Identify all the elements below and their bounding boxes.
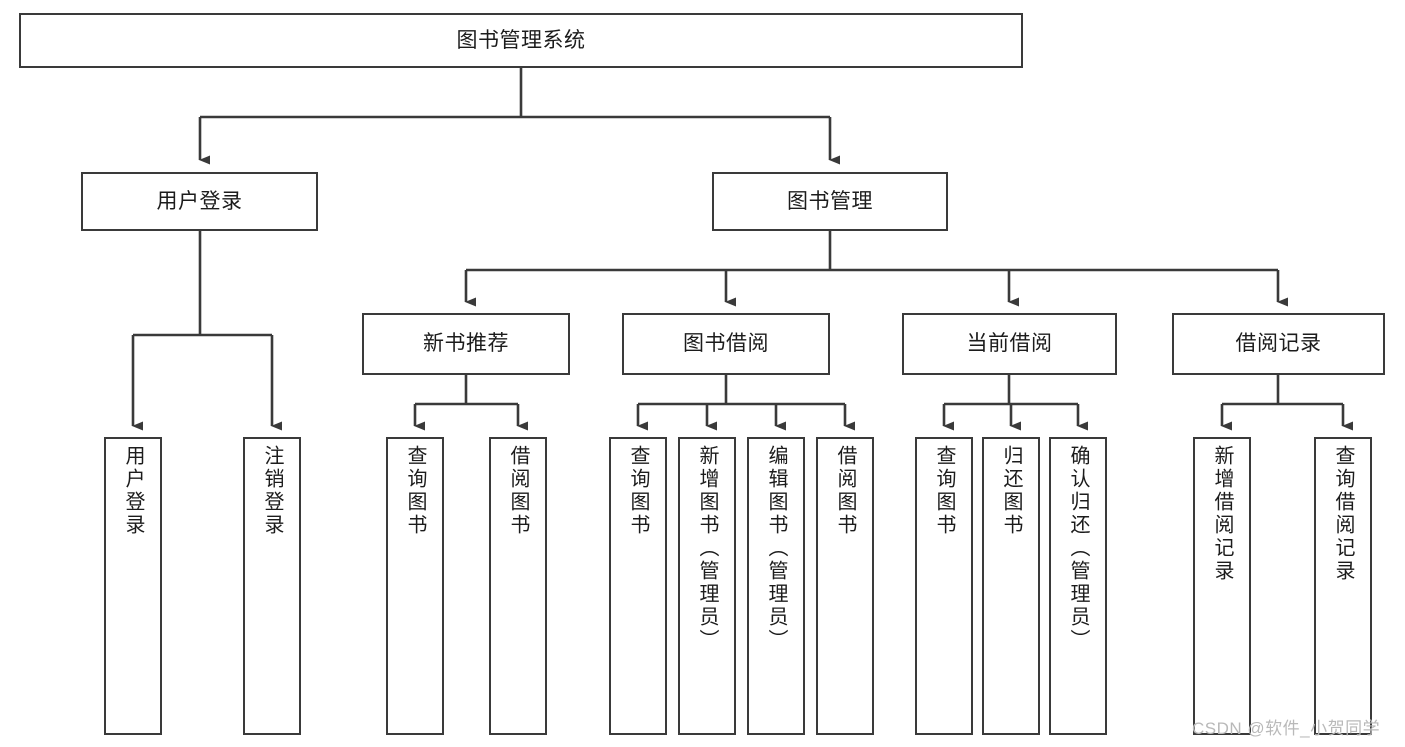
leaf-current-borrow-return-label: 归还图书 — [1000, 445, 1022, 537]
leaf-user-login-login-label: 用户登录 — [122, 445, 144, 537]
leaf-borrow-record-query[interactable]: 查询借阅记录 — [1314, 437, 1372, 735]
leaf-new-book-query-label: 查询图书 — [404, 445, 426, 537]
node-root-system[interactable]: 图书管理系统 — [19, 13, 1023, 68]
node-user-login-label: 用户登录 — [156, 189, 243, 213]
leaf-book-borrow-edit[interactable]: 编辑图书（管理员） — [747, 437, 805, 735]
leaf-current-borrow-return[interactable]: 归还图书 — [982, 437, 1040, 735]
leaf-current-borrow-confirm[interactable]: 确认归还（管理员） — [1049, 437, 1107, 735]
leaf-book-borrow-query-label: 查询图书 — [627, 445, 649, 537]
leaf-user-login-logout[interactable]: 注销登录 — [243, 437, 301, 735]
node-book-management[interactable]: 图书管理 — [712, 172, 948, 231]
leaf-book-borrow-add-label: 新增图书（管理员） — [696, 445, 718, 652]
node-new-book-recommend[interactable]: 新书推荐 — [362, 313, 570, 375]
csdn-watermark: CSDN @软件_小贺同学 — [1192, 719, 1381, 738]
leaf-current-borrow-query[interactable]: 查询图书 — [915, 437, 973, 735]
node-user-login[interactable]: 用户登录 — [81, 172, 318, 231]
leaf-new-book-borrow[interactable]: 借阅图书 — [489, 437, 547, 735]
leaf-user-login-login[interactable]: 用户登录 — [104, 437, 162, 735]
leaf-user-login-logout-label: 注销登录 — [261, 445, 283, 537]
node-new-book-recommend-label: 新书推荐 — [423, 332, 509, 356]
leaf-current-borrow-query-label: 查询图书 — [933, 445, 955, 537]
leaf-book-borrow-query[interactable]: 查询图书 — [609, 437, 667, 735]
node-borrow-record-label: 借阅记录 — [1235, 332, 1322, 356]
node-book-borrow-label: 图书借阅 — [683, 332, 769, 356]
leaf-book-borrow-edit-label: 编辑图书（管理员） — [765, 445, 787, 652]
node-book-borrow[interactable]: 图书借阅 — [622, 313, 830, 375]
node-borrow-record[interactable]: 借阅记录 — [1172, 313, 1385, 375]
leaf-borrow-record-add[interactable]: 新增借阅记录 — [1193, 437, 1251, 735]
leaf-book-borrow-borrow[interactable]: 借阅图书 — [816, 437, 874, 735]
node-current-borrow[interactable]: 当前借阅 — [902, 313, 1117, 375]
leaf-new-book-query[interactable]: 查询图书 — [386, 437, 444, 735]
leaf-new-book-borrow-label: 借阅图书 — [507, 445, 529, 537]
leaf-current-borrow-confirm-label: 确认归还（管理员） — [1067, 445, 1089, 652]
leaf-book-borrow-add[interactable]: 新增图书（管理员） — [678, 437, 736, 735]
node-root-system-label: 图书管理系统 — [456, 28, 586, 52]
node-current-borrow-label: 当前借阅 — [966, 332, 1053, 356]
leaf-book-borrow-borrow-label: 借阅图书 — [834, 445, 856, 537]
leaf-borrow-record-add-label: 新增借阅记录 — [1211, 445, 1233, 583]
node-book-management-label: 图书管理 — [787, 189, 873, 213]
leaf-borrow-record-query-label: 查询借阅记录 — [1332, 445, 1354, 583]
